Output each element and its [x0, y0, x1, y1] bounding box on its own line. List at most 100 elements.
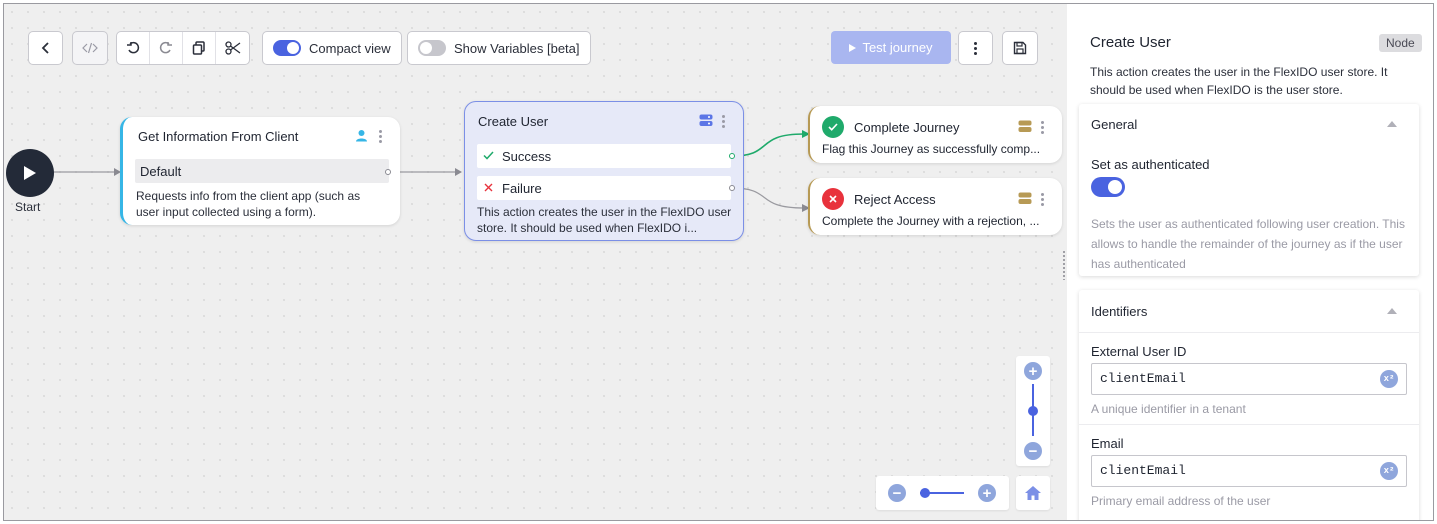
play-icon	[24, 166, 36, 180]
output-port[interactable]	[385, 169, 391, 175]
redo-icon	[159, 41, 172, 54]
panel-description: This action creates the user in the Flex…	[1090, 65, 1388, 97]
external-id-help: A unique identifier in a tenant	[1091, 402, 1246, 416]
compact-view-toggle[interactable]: Compact view	[262, 31, 402, 65]
show-variables-label: Show Variables [beta]	[454, 40, 580, 56]
set-auth-help: Sets the user as authenticated following…	[1091, 217, 1405, 271]
test-journey-button[interactable]: Test journey	[831, 31, 951, 64]
variable-icon[interactable]: x²	[1380, 370, 1398, 388]
copy-icon	[192, 41, 205, 55]
variable-icon[interactable]: x²	[1380, 462, 1398, 480]
field-value: clientEmail	[1100, 371, 1186, 386]
node-title: Reject Access	[854, 192, 936, 207]
server-icon	[1018, 192, 1032, 204]
redo-button[interactable]	[150, 32, 183, 64]
node-description: Flag this Journey as successfully comp..…	[822, 142, 1041, 156]
copy-button[interactable]	[183, 32, 216, 64]
journey-canvas[interactable]: Compact view Show Variables [beta] Test …	[4, 4, 1067, 520]
zoom-slider-handle[interactable]	[920, 488, 930, 498]
node-create-user[interactable]: Create User Success Failure This action …	[464, 101, 744, 241]
node-type-badge: Node	[1379, 34, 1422, 52]
server-icon	[1018, 120, 1032, 132]
node-description: Complete the Journey with a rejection, .…	[822, 214, 1040, 228]
identifiers-section: Identifiers External User ID clientEmail…	[1079, 290, 1419, 520]
zoom-slider-track[interactable]	[920, 492, 964, 494]
cut-button[interactable]	[216, 32, 249, 64]
reject-circle-icon	[822, 188, 844, 210]
code-icon	[82, 42, 98, 54]
set-auth-toggle[interactable]	[1091, 177, 1125, 197]
node-description: Requests info from the client app (such …	[136, 189, 361, 219]
output-label: Success	[502, 149, 552, 164]
check-icon	[483, 151, 494, 160]
home-icon	[1025, 486, 1041, 500]
zoom-in-button[interactable]: +	[978, 484, 996, 502]
more-options-button[interactable]	[958, 31, 993, 65]
success-port[interactable]	[729, 153, 735, 159]
fit-view-button[interactable]	[1016, 476, 1050, 510]
test-journey-label: Test journey	[862, 40, 933, 55]
external-id-label: External User ID	[1091, 344, 1187, 359]
node-title: Create User	[478, 114, 549, 129]
app-frame: Compact view Show Variables [beta] Test …	[3, 3, 1434, 521]
show-variables-switch[interactable]	[418, 40, 446, 56]
start-node[interactable]	[6, 149, 54, 197]
undo-button[interactable]	[117, 32, 150, 64]
node-menu-icon[interactable]	[379, 130, 382, 143]
chevron-up-icon[interactable]	[1387, 121, 1397, 127]
node-get-information[interactable]: Get Information From Client Default Requ…	[120, 117, 400, 225]
compact-view-label: Compact view	[309, 40, 391, 56]
general-section: General Set as authenticated Sets the us…	[1079, 104, 1419, 276]
email-field[interactable]: clientEmail x²	[1091, 455, 1407, 487]
divider	[1079, 332, 1419, 333]
close-icon	[484, 183, 493, 192]
node-description: This action creates the user in the Flex…	[477, 205, 732, 235]
node-menu-icon[interactable]	[1041, 193, 1044, 206]
node-menu-icon[interactable]	[1041, 121, 1044, 134]
start-label: Start	[15, 200, 41, 214]
field-value: clientEmail	[1100, 463, 1186, 478]
save-icon	[1013, 41, 1027, 55]
zoom-out-button[interactable]: −	[1024, 442, 1042, 460]
horizontal-zoom-control: − +	[876, 476, 1009, 510]
chevron-left-icon	[41, 42, 49, 54]
panel-title: Create User	[1090, 34, 1171, 51]
external-id-field[interactable]: clientEmail x²	[1091, 363, 1407, 395]
zoom-out-button[interactable]: −	[888, 484, 906, 502]
output-failure[interactable]: Failure	[477, 176, 731, 200]
play-icon	[849, 43, 857, 52]
more-vertical-icon	[974, 41, 977, 55]
node-menu-icon[interactable]	[722, 115, 725, 128]
output-success[interactable]: Success	[477, 144, 731, 168]
node-title: Get Information From Client	[138, 129, 299, 144]
set-auth-label: Set as authenticated	[1091, 157, 1210, 172]
zoom-slider-handle[interactable]	[1028, 406, 1038, 416]
back-button[interactable]	[28, 31, 63, 65]
compact-view-switch[interactable]	[273, 40, 301, 56]
output-default[interactable]: Default	[135, 159, 389, 183]
email-help: Primary email address of the user	[1091, 494, 1271, 508]
failure-port[interactable]	[729, 185, 735, 191]
user-icon	[356, 130, 367, 142]
output-label: Failure	[502, 181, 542, 196]
node-properties-panel: Create User Node This action creates the…	[1067, 4, 1433, 520]
scissors-icon	[224, 41, 240, 55]
show-variables-toggle[interactable]: Show Variables [beta]	[407, 31, 591, 65]
panel-resize-handle[interactable]	[1062, 250, 1067, 280]
node-title: Complete Journey	[854, 120, 960, 135]
email-label: Email	[1091, 436, 1124, 451]
code-view-button[interactable]	[72, 31, 108, 65]
section-heading: Identifiers	[1091, 304, 1148, 319]
zoom-in-button[interactable]: +	[1024, 362, 1042, 380]
output-label: Default	[140, 164, 182, 179]
chevron-up-icon[interactable]	[1387, 308, 1397, 314]
divider	[1079, 424, 1419, 425]
node-reject-access[interactable]: Reject Access Complete the Journey with …	[808, 178, 1062, 235]
save-button[interactable]	[1002, 31, 1038, 65]
success-circle-icon	[822, 116, 844, 138]
server-icon	[699, 114, 713, 126]
node-complete-journey[interactable]: Complete Journey Flag this Journey as su…	[808, 106, 1062, 163]
undo-icon	[127, 41, 140, 54]
vertical-zoom-control: + −	[1016, 356, 1050, 466]
section-heading: General	[1091, 117, 1138, 132]
